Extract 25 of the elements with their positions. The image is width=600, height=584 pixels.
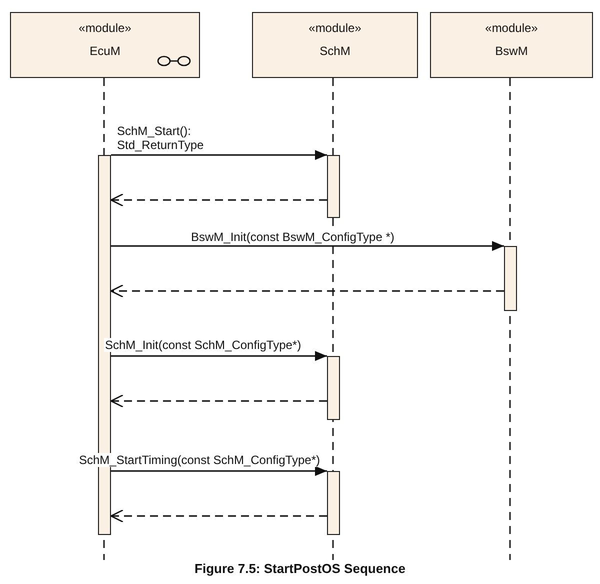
- stereotype-label: «module»: [78, 21, 132, 35]
- message-arrow: [111, 466, 327, 476]
- return-arrow: [110, 284, 504, 298]
- stereotype-label: «module»: [485, 21, 538, 35]
- module-box: [252, 12, 418, 78]
- return-arrow: [110, 509, 327, 523]
- message-arrow: [111, 241, 504, 251]
- module-name: EcuM: [90, 44, 120, 58]
- activation-bar: [327, 356, 340, 420]
- return-arrow: [110, 193, 327, 207]
- activation-bar: [327, 471, 340, 535]
- module-box: [10, 12, 200, 78]
- module-name: SchM: [320, 44, 350, 58]
- message-label: SchM_StartTiming(const SchM_ConfigType*): [78, 453, 321, 467]
- activation-bar: [327, 155, 340, 218]
- module-box: [430, 12, 593, 78]
- message-arrow: [111, 351, 327, 361]
- activation-bar: [504, 246, 517, 311]
- message-label: BswM_Init(const BswM_ConfigType *): [190, 230, 396, 244]
- message-label: SchM_Init(const SchM_ConfigType*): [104, 338, 302, 352]
- module-name: BswM: [495, 44, 528, 58]
- return-arrow: [110, 394, 327, 408]
- figure-caption: Figure 7.5: StartPostOS Sequence: [194, 561, 406, 576]
- stereotype-label: «module»: [308, 21, 362, 35]
- message-arrow: [111, 150, 327, 160]
